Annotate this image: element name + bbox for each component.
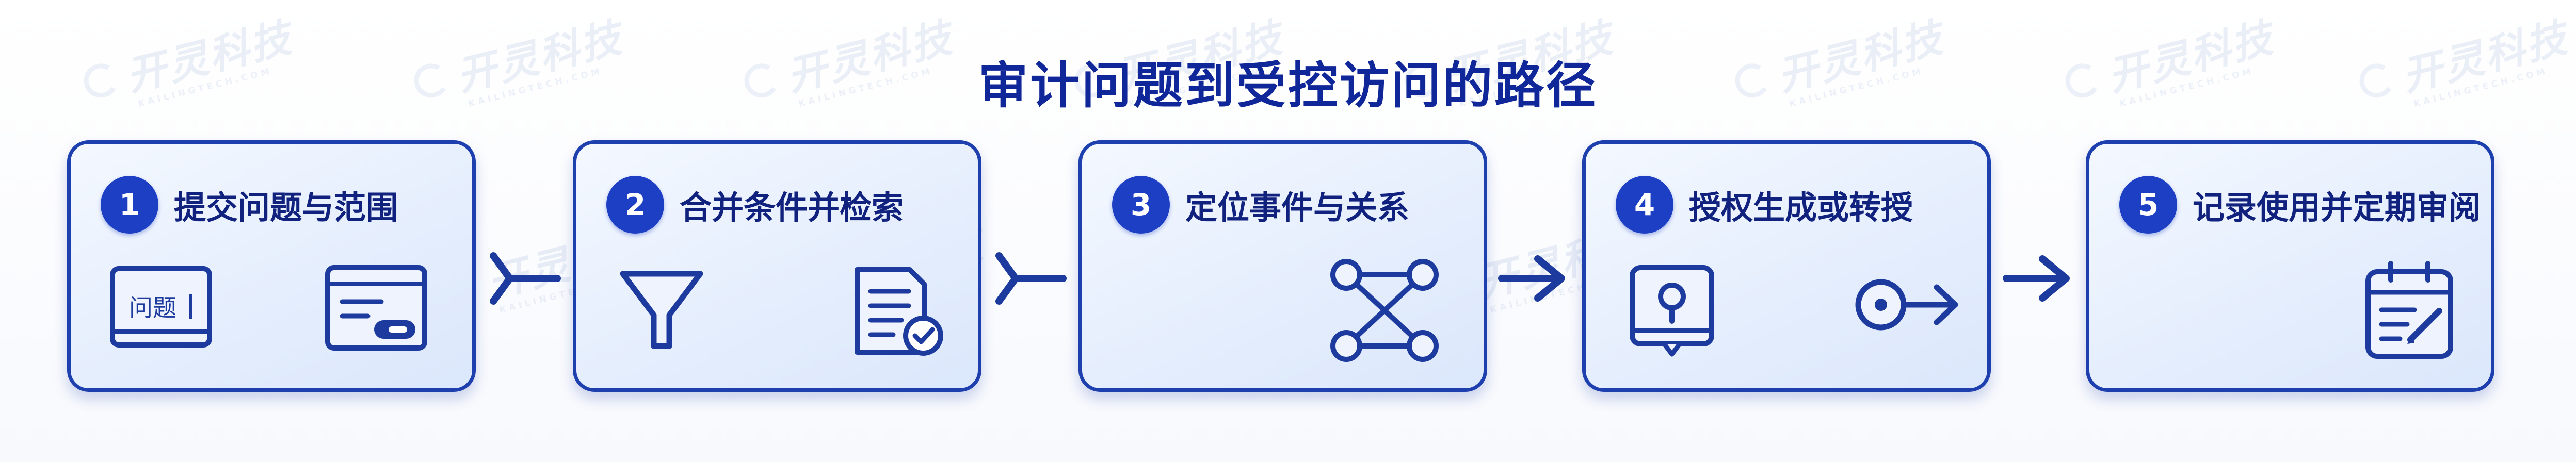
step-card-4: 4 授权生成或转授 (1582, 140, 1991, 392)
step-header: 4 授权生成或转授 (1616, 176, 1913, 234)
step-header: 3 定位事件与关系 (1112, 176, 1409, 234)
step-header: 5 记录使用并定期审阅 (2119, 176, 2481, 234)
connector-arrow-3 (1496, 248, 1569, 309)
tablet-lock-icon (1628, 263, 1716, 361)
step-number-badge: 3 (1112, 176, 1170, 234)
step-label: 提交问题与范围 (174, 189, 398, 226)
step-number-badge: 4 (1616, 176, 1673, 234)
step-number-badge: 1 (101, 176, 158, 234)
question-card-text: 问题 (129, 294, 176, 322)
step-header: 1 提交问题与范围 (101, 176, 398, 234)
funnel-filter-icon (618, 268, 705, 355)
question-card-icon: 问题 (109, 266, 213, 348)
connector-arrow-1 (489, 248, 561, 309)
step-card-5: 5 记录使用并定期审阅 (2086, 140, 2494, 392)
graph-network-icon (1328, 256, 1441, 365)
step-card-1: 1 提交问题与范围 问题 (67, 140, 476, 392)
form-card-icon (325, 265, 428, 351)
document-check-icon (852, 266, 945, 358)
step-label: 合并条件并检索 (680, 189, 904, 226)
step-number-badge: 5 (2119, 176, 2177, 234)
calendar-edit-icon (2363, 258, 2456, 361)
step-header: 2 合并条件并检索 (606, 176, 904, 234)
step-label: 授权生成或转授 (1689, 189, 1913, 226)
step-label: 记录使用并定期审阅 (2193, 189, 2481, 226)
connector-arrow-4 (2001, 248, 2073, 309)
connector-arrow-2 (995, 248, 1067, 309)
diagram-title: 审计问题到受控访问的路径 (978, 57, 1598, 114)
key-arrow-icon (1854, 269, 1962, 341)
step-card-3: 3 定位事件与关系 (1078, 140, 1487, 392)
step-label: 定位事件与关系 (1185, 189, 1410, 226)
step-number-badge: 2 (606, 176, 664, 234)
step-card-2: 2 合并条件并检索 (573, 140, 981, 392)
